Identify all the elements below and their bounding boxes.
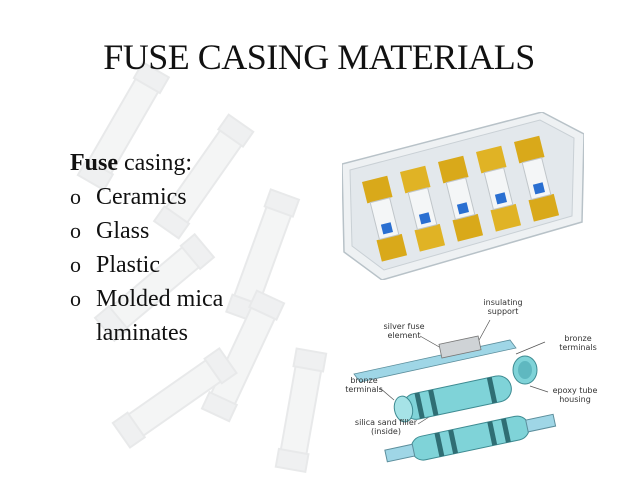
label-bronze-terminals-left: bronze terminals (345, 376, 383, 394)
bullet-icon: o (70, 218, 81, 243)
label-bronze-terminals-right: bronze terminals (559, 334, 597, 352)
bullet-icon: o (70, 286, 81, 311)
list-heading: Fuse casing: (70, 146, 370, 180)
fuse-box-photo (342, 112, 584, 280)
fuse-diagram-drawing (353, 319, 557, 463)
list-item: o Ceramics (70, 180, 370, 214)
item-label: Molded mica laminates (96, 286, 224, 346)
item-label: Ceramics (96, 184, 187, 210)
item-label: Glass (96, 218, 150, 244)
background-fuses-image (76, 61, 328, 474)
slide-title: FUSE CASING MATERIALS (103, 37, 535, 77)
fuse-diagram: insulating support silver fuse element b… (340, 296, 610, 468)
list-item: o Plastic (70, 248, 370, 282)
heading-bold: Fuse (70, 150, 118, 176)
bullet-icon: o (70, 184, 81, 209)
bullet-icon: o (70, 252, 81, 277)
list-item: o Glass (70, 214, 370, 248)
label-insulating-support: insulating support (483, 298, 523, 316)
label-silver-fuse-element: silver fuse element (383, 322, 425, 340)
label-epoxy-tube-housing: epoxy tube housing (552, 386, 598, 404)
list-item: o Molded mica laminates (70, 282, 286, 350)
label-silica-sand-filler: silica sand filler (inside) (354, 418, 418, 436)
item-label: Plastic (96, 252, 160, 278)
heading-rest: casing: (118, 150, 192, 176)
